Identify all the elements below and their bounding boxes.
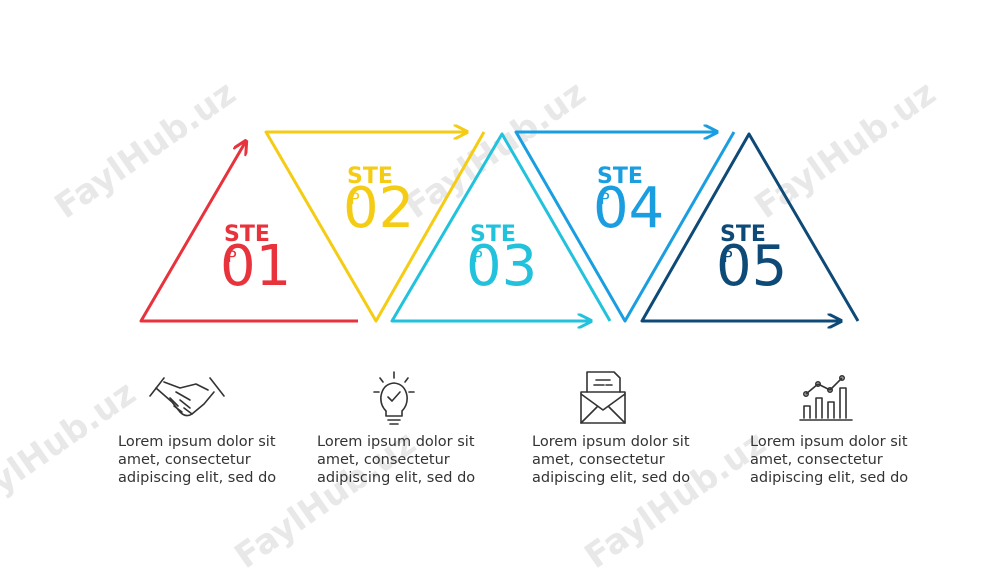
step-5-description: Lorem ipsum dolor sit amet, consectetur …	[750, 433, 920, 487]
step-number: 04	[593, 176, 664, 241]
description-line: Lorem ipsum dolor sit	[750, 434, 908, 450]
step-mark: P	[473, 247, 483, 266]
step-1-label: STE 01 P	[220, 222, 291, 299]
step-1-description: Lorem ipsum dolor sit amet, consectetur …	[118, 433, 288, 487]
step-3-label: STE 03 P	[466, 222, 537, 299]
chart-icon	[799, 374, 853, 421]
step-label: STE	[347, 164, 393, 189]
description-line: adipiscing elit, sed do	[317, 470, 476, 486]
step-mark: P	[350, 189, 360, 208]
step-mark: P	[723, 247, 733, 266]
step-mark: P	[227, 247, 237, 266]
step-label: STE	[597, 164, 643, 189]
step-mark: P	[600, 189, 610, 208]
step-number: 01	[220, 234, 291, 299]
steps-diagram: STE 01 P STE 02 P STE 03 P STE 04 P STE …	[139, 0, 860, 425]
step-number: 02	[343, 176, 414, 241]
description-line: Lorem ipsum dolor sit	[118, 434, 276, 450]
description-line: amet, consectetur	[118, 452, 251, 468]
step-label: STE	[720, 222, 766, 247]
description-line: Lorem ipsum dolor sit	[532, 434, 690, 450]
lightbulb-icon	[373, 371, 415, 425]
step-2-label: STE 02 P	[343, 164, 414, 241]
step-4-description: Lorem ipsum dolor sit amet, consectetur …	[532, 433, 702, 487]
step-number: 03	[466, 234, 537, 299]
description-line: adipiscing elit, sed do	[532, 470, 691, 486]
handshake-icon	[149, 377, 225, 417]
step-label: STE	[224, 222, 270, 247]
step-4-label: STE 04 P	[593, 164, 664, 241]
description-line: amet, consectetur	[532, 452, 665, 468]
description-line: amet, consectetur	[317, 452, 450, 468]
envelope-icon	[580, 371, 626, 424]
description-line: amet, consectetur	[750, 452, 883, 468]
step-label: STE	[470, 222, 516, 247]
step-5-label: STE 05 P	[716, 222, 787, 299]
description-line: adipiscing elit, sed do	[118, 470, 277, 486]
description-line: adipiscing elit, sed do	[750, 470, 909, 486]
step-1-shape	[139, 141, 358, 323]
description-line: Lorem ipsum dolor sit	[317, 434, 475, 450]
step-5-shape	[640, 132, 860, 321]
step-2-description: Lorem ipsum dolor sit amet, consectetur …	[317, 433, 487, 487]
step-3-shape	[390, 132, 612, 321]
step-4-shape	[514, 132, 736, 323]
step-2-shape	[264, 132, 486, 323]
step-number: 05	[716, 234, 787, 299]
